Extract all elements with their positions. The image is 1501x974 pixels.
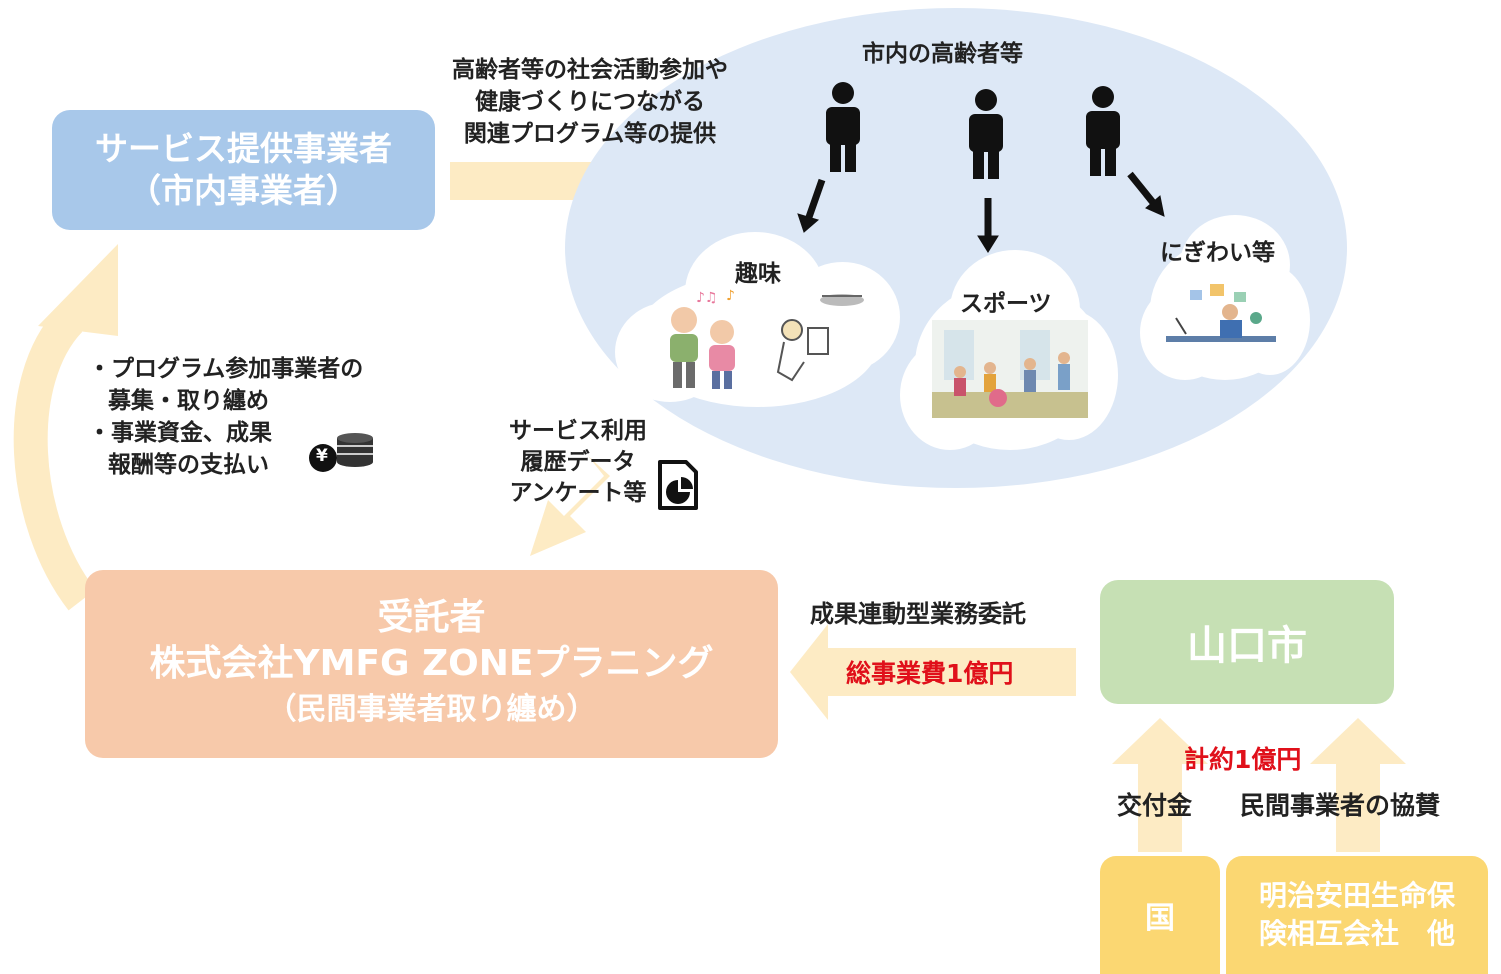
- city-box: 山口市: [1100, 580, 1394, 704]
- activity-hobby-label: 趣味: [735, 261, 781, 287]
- hobby-illustration: ♪♫ ♪: [670, 288, 864, 389]
- sponsor-contribution-label: 民間事業者の協賛: [1240, 791, 1441, 820]
- svg-text:♪: ♪: [726, 288, 735, 304]
- cloud-social: [1140, 215, 1310, 390]
- arrow-to-hobby: [804, 178, 826, 222]
- arrow-sponsor-to-city: [1310, 718, 1406, 852]
- arrow-trustee-to-provider: [13, 308, 96, 611]
- grant-label: 交付金: [1117, 791, 1193, 820]
- contract-amount: 総事業費1億円: [846, 659, 1014, 688]
- usage-data-label: サービス利用 履歴データ アンケート等: [509, 418, 647, 506]
- document-chart-icon: [658, 460, 698, 510]
- duty-item: ・プログラム参加事業者の: [88, 356, 364, 382]
- sports-illustration: [932, 320, 1088, 418]
- svg-text:♪♫: ♪♫: [696, 290, 718, 306]
- arrow-trustee-to-provider-head: [38, 244, 118, 336]
- person-icon: [826, 82, 860, 172]
- trustee-role: 受託者: [377, 597, 486, 638]
- arrow-seniors-to-trustee: [530, 456, 610, 556]
- yen-coins-icon: [309, 433, 373, 472]
- duty-item-cont: 報酬等の支払い: [108, 452, 269, 478]
- sponsor-line1: 明治安田生命保: [1258, 879, 1455, 912]
- duty-item: ・事業資金、成果: [88, 420, 272, 446]
- seniors-title: 市内の高齢者等: [862, 41, 1023, 67]
- city-name: 山口市: [1187, 623, 1307, 669]
- duty-item-cont: 募集・取り纏め: [108, 388, 269, 414]
- activity-sports-label: スポーツ: [960, 291, 1052, 317]
- arrow-to-social: [1127, 171, 1158, 208]
- arrow-provider-to-seniors: [450, 140, 690, 222]
- person-icon: [969, 89, 1003, 179]
- contract-label: 成果連動型業務委託: [810, 600, 1026, 628]
- duties-list: ・プログラム参加事業者の 募集・取り纏め ・事業資金、成果 報酬等の支払い: [88, 353, 363, 481]
- sponsor-box: 明治安田生命保 険相互会社 他: [1226, 856, 1488, 974]
- trustee-note: （民間事業者取り纏め）: [266, 692, 597, 727]
- service-provider-box: サービス提供事業者 （市内事業者）: [52, 110, 435, 230]
- social-illustration: [1166, 284, 1276, 342]
- activity-social-label: にぎわい等: [1160, 240, 1275, 266]
- sponsor-line2: 険相互会社 他: [1258, 917, 1455, 950]
- arrow-country-to-city: [1112, 718, 1208, 852]
- funding-total: 計約1億円: [1184, 745, 1302, 774]
- trustee-company: 株式会社YMFG ZONEプラニング: [149, 643, 714, 684]
- country-box: 国: [1100, 856, 1220, 974]
- provider-title: サービス提供事業者: [95, 129, 392, 168]
- provider-subtitle: （市内事業者）: [128, 171, 359, 210]
- person-icon: [1086, 86, 1120, 176]
- country-name: 国: [1145, 901, 1175, 936]
- arrow-city-to-trustee: [790, 624, 1076, 720]
- yen-symbol: ¥: [316, 446, 328, 466]
- trustee-box: 受託者 株式会社YMFG ZONEプラニング （民間事業者取り纏め）: [85, 570, 778, 758]
- program-offer-label: 高齢者等の社会活動参加や 健康づくりにつながる 関連プログラム等の提供: [452, 57, 728, 147]
